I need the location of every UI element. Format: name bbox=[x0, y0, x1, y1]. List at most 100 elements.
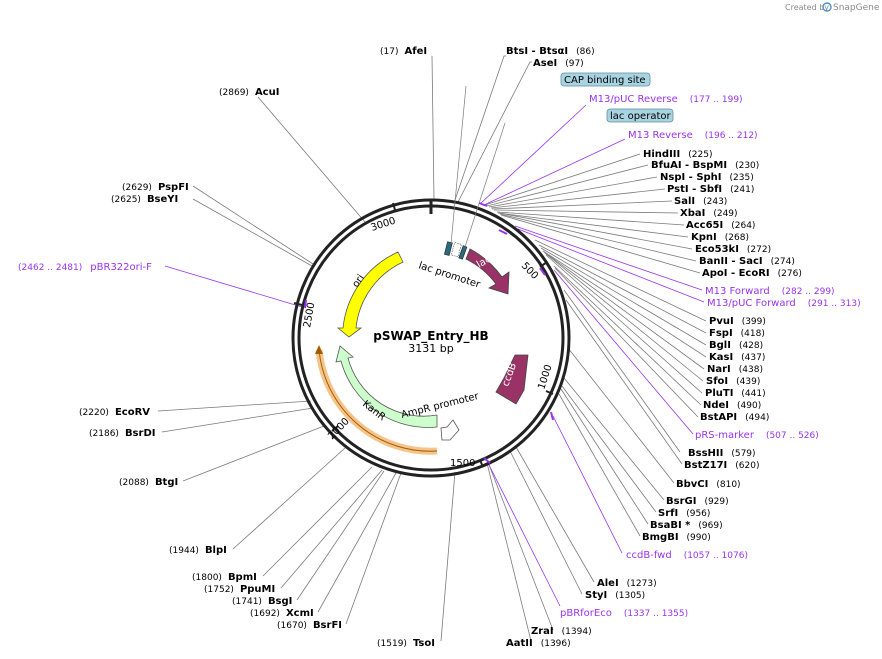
primer-tick-m13-fwd bbox=[498, 229, 508, 235]
primer-labels: M13/pUC Reverse(177 .. 199) M13 Reverse(… bbox=[18, 94, 861, 619]
connector-BanII bbox=[499, 213, 697, 262]
connector-StyI bbox=[509, 450, 583, 595]
site-ApoI: ApoI - EcoRI(276) bbox=[702, 268, 802, 279]
site-NarI: NarI(438) bbox=[707, 364, 763, 375]
site-BlpI: (1944)BlpI bbox=[169, 545, 227, 556]
site-XbaI: XbaI(249) bbox=[680, 208, 738, 219]
feature-ori bbox=[336, 251, 404, 338]
primer-tick-m13puc-rev bbox=[478, 202, 488, 207]
primer-pbr322ori-f: (2462 .. 2481)pBR322ori-F bbox=[18, 262, 152, 273]
feature-ampr-promoter-label: AmpR promoter bbox=[400, 391, 481, 421]
backbone bbox=[291, 198, 571, 478]
ruler-label-1500: 1500 bbox=[450, 458, 475, 469]
primer-ticks bbox=[304, 202, 554, 464]
site-connectors bbox=[157, 55, 707, 642]
feature-ampr-promoter bbox=[440, 419, 460, 441]
connector-ZraI bbox=[487, 461, 554, 631]
feature-kanr bbox=[335, 345, 438, 428]
primer-tick-prs-marker bbox=[539, 267, 546, 276]
site-BtsI: BtsI - BtsαI(86) bbox=[506, 46, 595, 57]
site-BanII: BanII - SacI(274) bbox=[699, 256, 795, 267]
plasmid-center: pSWAP_Entry_HB 3131 bp bbox=[373, 329, 488, 355]
connector-NspI bbox=[488, 176, 658, 208]
boxed-features: CAP binding site lac operator bbox=[450, 72, 674, 248]
connector-primer-m13-fwd bbox=[514, 225, 703, 291]
site-SrfI: SrfI(956) bbox=[658, 508, 710, 519]
snapgene-credit: Created by SnapGene bbox=[785, 2, 880, 13]
connector-PluTI bbox=[545, 254, 703, 394]
site-AcuI: (2869)AcuI bbox=[219, 87, 279, 98]
connector-XbaI bbox=[493, 209, 679, 214]
ruler-tick-1500 bbox=[479, 459, 484, 468]
primer-m13-forward: M13 Forward(282 .. 299) bbox=[705, 286, 835, 297]
primer-prs-marker: pRS-marker(507 .. 526) bbox=[695, 430, 819, 441]
primer-tick-pbr322ori-f bbox=[304, 299, 307, 309]
feature-lac-promoter-marker bbox=[450, 242, 462, 258]
connector-PvuI bbox=[534, 239, 707, 322]
site-PpuMI: (1752)PpuMI bbox=[204, 584, 275, 595]
site-AleI: AleI(1273) bbox=[597, 578, 657, 589]
site-KasI: KasI(437) bbox=[709, 352, 765, 363]
site-BmgBI: BmgBI(990) bbox=[642, 532, 711, 543]
connector-KpnI bbox=[497, 212, 689, 238]
site-SalI: SalI(243) bbox=[674, 196, 727, 207]
connector-SalI bbox=[491, 200, 673, 210]
connector-BstZ17I bbox=[565, 299, 683, 465]
cap-site-box bbox=[560, 72, 651, 87]
connector-AfeI bbox=[431, 55, 435, 201]
site-PstI: PstI - SbfI(241) bbox=[667, 184, 754, 195]
snapgene-logo-icon bbox=[822, 2, 832, 12]
connector-BtgI bbox=[182, 425, 325, 482]
site-AseI: AseI(97) bbox=[533, 58, 584, 69]
connector-cap-site bbox=[450, 85, 467, 245]
connector-PspFI bbox=[192, 185, 314, 265]
ruler-tick-500 bbox=[539, 261, 548, 268]
connector-BsrGI bbox=[563, 377, 665, 501]
site-BseYI: (2625)BseYI bbox=[111, 194, 178, 205]
ruler-label-2500: 2500 bbox=[302, 302, 317, 329]
connector-BtsI bbox=[453, 55, 506, 204]
connector-BpmI bbox=[262, 466, 373, 577]
site-PspFI: (2629)PspFI bbox=[122, 182, 189, 193]
connector-primer-m13-rev bbox=[483, 138, 626, 206]
site-StyI: StyI(1305) bbox=[585, 590, 645, 601]
connector-primer-pbrforeco bbox=[486, 460, 561, 607]
connector-primer-ccdb-fwd bbox=[552, 415, 623, 554]
site-BsaBI: BsaBI *(969) bbox=[650, 520, 723, 531]
connector-NdeI bbox=[553, 265, 702, 406]
connector-BbvCI bbox=[567, 347, 675, 484]
connector-ApoI bbox=[500, 214, 701, 274]
credit-brand: SnapGene bbox=[833, 3, 880, 13]
connector-NarI bbox=[543, 251, 705, 370]
credit-prefix: Created by bbox=[785, 3, 829, 12]
site-HindIII: HindIII(225) bbox=[643, 149, 712, 160]
connector-BglI bbox=[540, 247, 707, 346]
site-SfoI: SfoI(439) bbox=[706, 376, 760, 387]
plasmid-name: pSWAP_Entry_HB bbox=[373, 329, 488, 344]
site-BssHII: BssHII(579) bbox=[688, 448, 756, 459]
site-EcoRV: (2220)EcoRV bbox=[79, 407, 150, 418]
feature-ccdb bbox=[495, 354, 529, 405]
site-NdeI: NdeI(490) bbox=[703, 400, 761, 411]
site-BstZ17I: BstZ17I(620) bbox=[684, 460, 759, 471]
ruler-tick-2000 bbox=[331, 425, 339, 432]
connector-primer-m13puc-rev bbox=[479, 104, 587, 205]
connector-FspI bbox=[538, 244, 707, 334]
connector-lac-operator bbox=[464, 122, 506, 248]
site-BtgI: (2088)BtgI bbox=[119, 477, 178, 488]
connector-Acc65I bbox=[496, 211, 685, 226]
connector-SrfI bbox=[561, 385, 657, 513]
primer-tick-ccdb-fwd bbox=[550, 411, 554, 421]
site-BpmI: (1800)BpmI bbox=[192, 572, 257, 583]
ruler-label-1000: 1000 bbox=[536, 363, 554, 391]
features: ori KanR lacZα ccdB AmpR promoter lac pr… bbox=[315, 241, 529, 455]
connector-BsrFI bbox=[345, 472, 402, 625]
site-KpnI: KpnI(268) bbox=[691, 232, 749, 243]
connector-XcmI bbox=[317, 472, 397, 613]
site-labels: (17)AfeI BtsI - BtsαI(86) AseI(97) (2869… bbox=[79, 46, 802, 649]
site-XcmI: (1692)XcmI bbox=[250, 608, 314, 619]
lac-operator-label: lac operator bbox=[610, 111, 671, 122]
primer-pbrforeco: pBRforEco(1337 .. 1355) bbox=[560, 608, 688, 619]
site-BglI: BglI(428) bbox=[709, 340, 763, 351]
connector-BstAPI bbox=[554, 267, 699, 418]
